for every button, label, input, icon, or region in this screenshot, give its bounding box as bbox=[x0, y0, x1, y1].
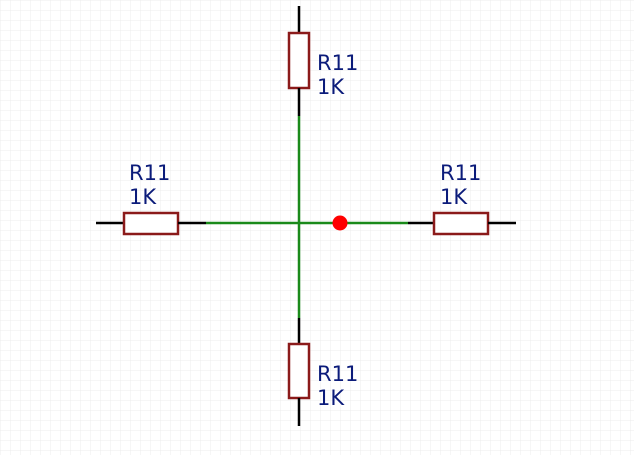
resistor-bottom-designator: R11 bbox=[317, 362, 358, 386]
resistor-top-body bbox=[287, 31, 311, 90]
resistor-right-value: 1K bbox=[440, 185, 468, 209]
resistor-top-value: 1K bbox=[317, 75, 345, 99]
resistor-bottom-body bbox=[287, 342, 311, 400]
resistor-bottom[interactable]: R11 1K bbox=[287, 318, 358, 426]
resistor-right-body bbox=[432, 211, 490, 236]
resistor-bottom-value: 1K bbox=[317, 386, 345, 410]
resistor-top-designator: R11 bbox=[317, 51, 358, 75]
resistor-left-body bbox=[122, 211, 180, 236]
wires bbox=[206, 116, 408, 318]
resistor-left-designator: R11 bbox=[129, 161, 170, 185]
resistor-right-designator: R11 bbox=[440, 161, 481, 185]
resistor-top[interactable]: R11 1K bbox=[287, 6, 358, 116]
resistor-right[interactable]: R11 1K bbox=[408, 161, 516, 236]
junction-dot[interactable] bbox=[332, 215, 348, 231]
resistor-left[interactable]: R11 1K bbox=[96, 161, 206, 236]
resistor-left-value: 1K bbox=[129, 185, 157, 209]
